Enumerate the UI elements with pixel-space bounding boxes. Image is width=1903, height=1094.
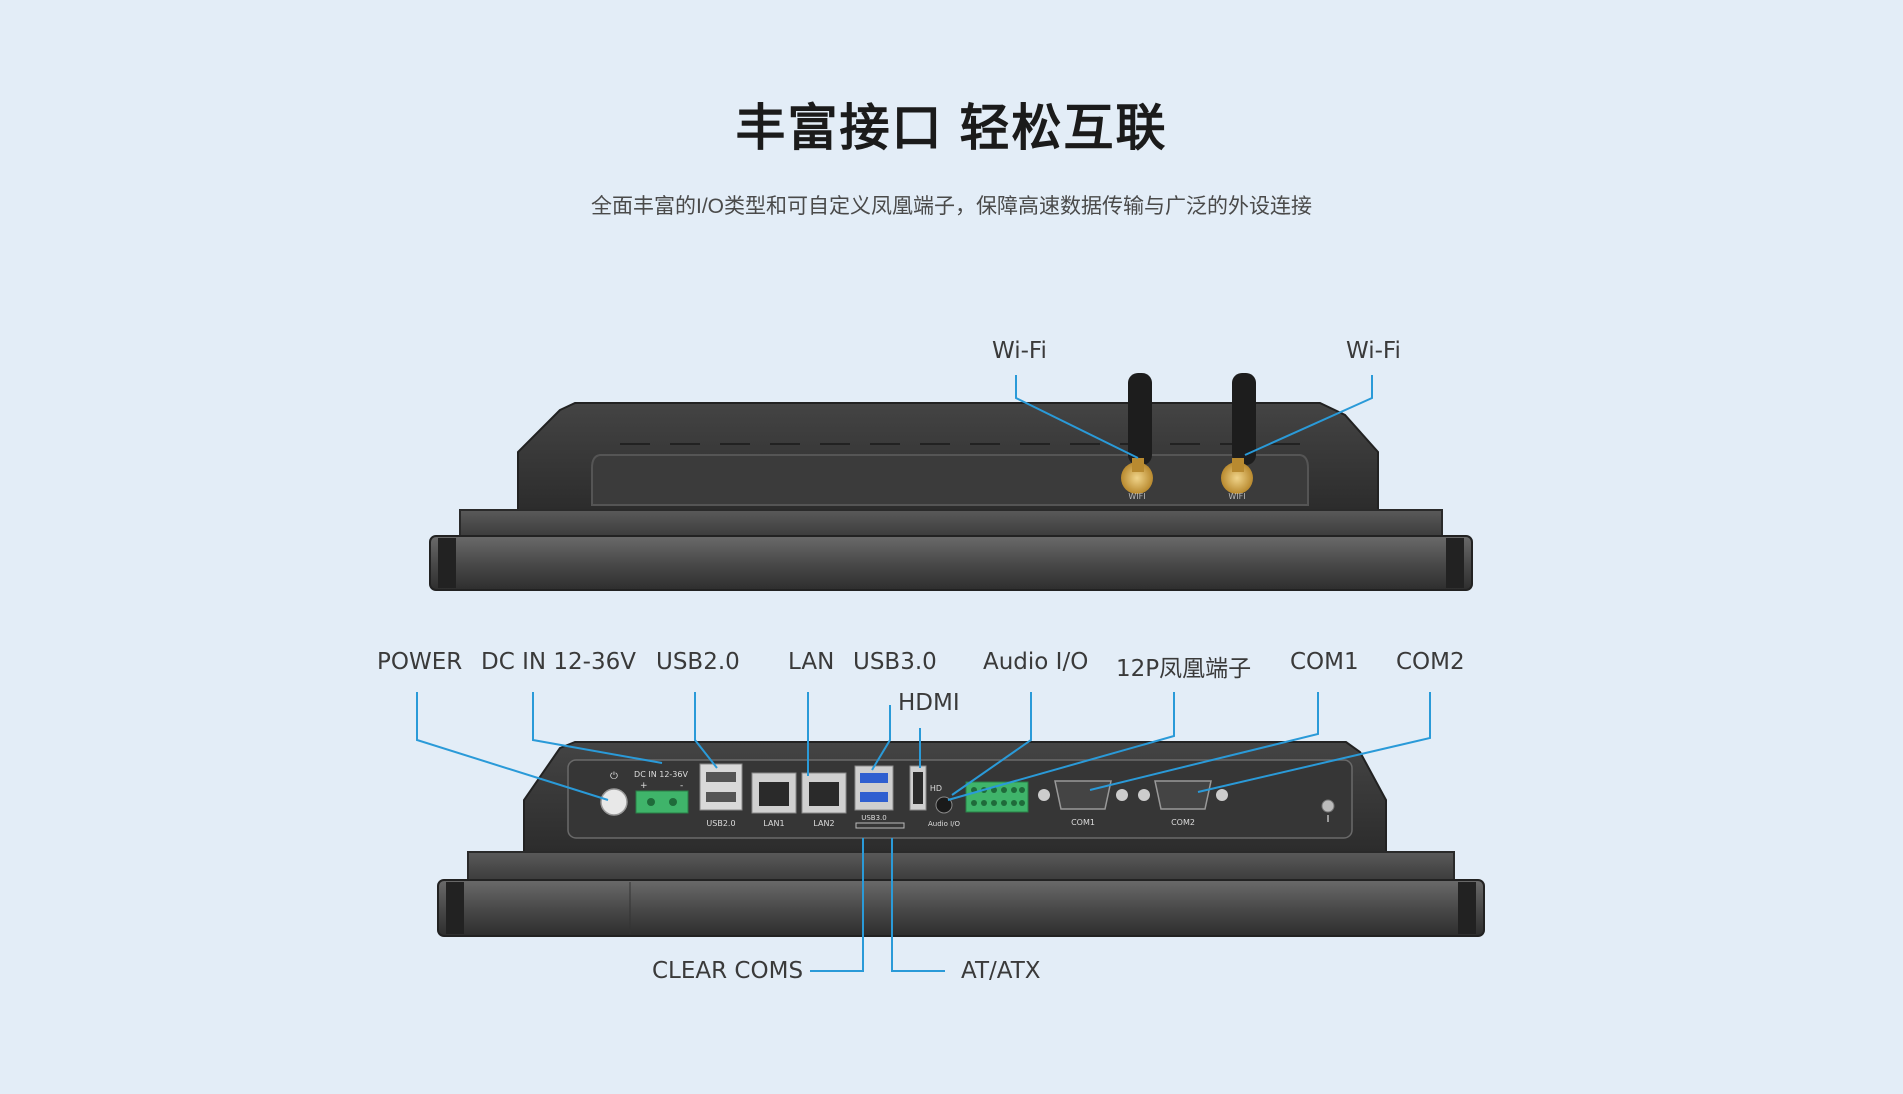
- dc-in-terminal: DC IN 12-36V + -: [634, 770, 689, 814]
- hdmi-port: HD: [909, 765, 942, 811]
- phoenix-terminal: [965, 781, 1029, 813]
- ground-screw: [1321, 799, 1335, 822]
- com1-port: COM1: [1038, 780, 1128, 827]
- wifi-port-label-1: WIFI: [1128, 492, 1145, 501]
- com2-print: COM2: [1171, 818, 1195, 827]
- label-audio: Audio I/O: [983, 649, 1089, 675]
- label-at-atx: AT/ATX: [961, 958, 1041, 984]
- power-button: ⏻: [600, 771, 628, 816]
- com2-port: COM2: [1138, 780, 1228, 827]
- usb2-ports: USB2.0: [699, 763, 743, 828]
- bottom-view-device: ⏻ DC IN 12-36V + - USB2.0 LAN1 LAN2: [437, 741, 1485, 937]
- svg-text:-: -: [680, 781, 683, 791]
- label-lan: LAN: [788, 649, 835, 675]
- label-com1: COM1: [1290, 649, 1359, 675]
- label-dc-in: DC IN 12-36V: [481, 649, 636, 675]
- wifi-port-label-2: WIFI: [1228, 492, 1245, 501]
- page-title: 丰富接口 轻松互联: [735, 100, 1168, 156]
- lan1-print: LAN1: [763, 819, 784, 828]
- audio-print: Audio I/O: [928, 820, 961, 828]
- top-view-device: WIFI WIFI: [429, 373, 1473, 591]
- svg-text:⏻: ⏻: [610, 771, 618, 782]
- wifi-antenna-left: WIFI: [1121, 373, 1153, 501]
- wifi-antenna-right: WIFI: [1221, 373, 1256, 501]
- label-hdmi: HDMI: [898, 690, 960, 716]
- label-phoenix: 12P凤凰端子: [1116, 656, 1252, 682]
- lan2-print: LAN2: [813, 819, 834, 828]
- svg-text:+: +: [640, 781, 648, 791]
- usb3-print: USB3.0: [861, 814, 887, 822]
- label-com2: COM2: [1396, 649, 1465, 675]
- label-usb2: USB2.0: [656, 649, 740, 675]
- page-subtitle: 全面丰富的I/O类型和可自定义凤凰端子，保障高速数据传输与广泛的外设连接: [590, 195, 1312, 218]
- label-power: POWER: [377, 649, 463, 675]
- label-wifi-left: Wi-Fi: [992, 338, 1047, 364]
- lan-ports: LAN1 LAN2: [751, 772, 847, 828]
- top-callouts: [1015, 375, 1373, 459]
- label-usb3: USB3.0: [853, 649, 937, 675]
- dc-in-print: DC IN 12-36V: [634, 770, 688, 779]
- com1-print: COM1: [1071, 818, 1095, 827]
- bottom-callouts: [416, 692, 1431, 972]
- usb2-print: USB2.0: [706, 819, 735, 828]
- label-wifi-right: Wi-Fi: [1346, 338, 1401, 364]
- hdmi-print: HD: [930, 784, 942, 793]
- usb3-ports: USB3.0: [854, 765, 905, 829]
- label-clear-coms: CLEAR COMS: [652, 958, 804, 984]
- audio-jack: Audio I/O: [928, 796, 961, 828]
